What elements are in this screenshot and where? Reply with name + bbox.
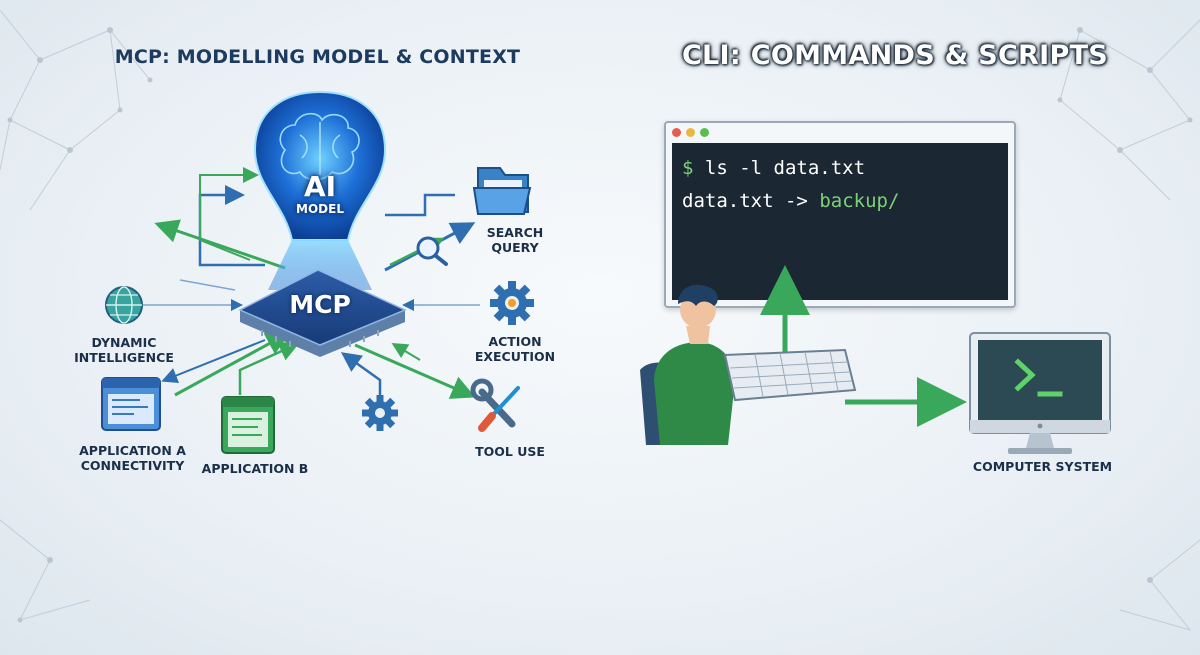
mcp-section-title: MCP: MODELLING MODEL & CONTEXT xyxy=(114,46,521,68)
terminal-output-file: data.txt xyxy=(682,190,774,212)
terminal-window: $ ls -l data.txt data.txt -> backup/ xyxy=(664,121,1016,308)
dynamic-intelligence-line-1: DYNAMIC xyxy=(91,335,157,350)
action-execution-label: ACTION EXECUTION xyxy=(465,334,565,364)
terminal-prompt: $ xyxy=(682,157,694,179)
mcp-hub-label: MCP xyxy=(289,290,351,319)
monitor-icon xyxy=(969,332,1111,454)
document-window-icon xyxy=(221,396,275,454)
tool-use-label: TOOL USE xyxy=(475,444,545,459)
computer-system-label: COMPUTER SYSTEM xyxy=(972,459,1113,474)
application-a-label: APPLICATION A CONNECTIVITY xyxy=(70,443,195,473)
search-query-label: SEARCH QUERY xyxy=(470,225,560,255)
dynamic-intelligence-line-2: INTELLIGENCE xyxy=(74,350,174,365)
gear-small-icon xyxy=(362,395,398,431)
terminal-prompt-icon xyxy=(1014,358,1063,397)
model-label: MODEL xyxy=(296,202,344,216)
terminal-command-line: $ ls -l data.txt xyxy=(682,157,865,179)
application-a-line-1: APPLICATION A xyxy=(79,443,186,458)
window-maximize-dot xyxy=(700,128,709,137)
screwdriver-icon xyxy=(478,386,520,432)
globe-icon xyxy=(105,286,143,324)
search-query-line-2: QUERY xyxy=(491,240,539,255)
dynamic-intelligence-label: DYNAMIC INTELLIGENCE xyxy=(64,335,184,365)
window-close-dot xyxy=(672,128,681,137)
browser-window-icon xyxy=(101,377,161,431)
brain-icon xyxy=(279,112,360,181)
cli-section-title: CLI: COMMANDS & SCRIPTS xyxy=(681,40,1109,71)
terminal-output-arrow: -> xyxy=(784,190,808,212)
terminal-command: ls -l data.txt xyxy=(704,157,866,179)
keyboard-icon xyxy=(723,348,857,402)
window-minimize-dot xyxy=(686,128,695,137)
mcp-diagram xyxy=(101,90,534,454)
ai-label: AI xyxy=(303,170,337,203)
application-b-label: APPLICATION B xyxy=(201,461,309,476)
action-execution-line-2: EXECUTION xyxy=(474,349,556,364)
application-a-line-2: CONNECTIVITY xyxy=(80,458,185,473)
terminal-output-line: data.txt -> backup/ xyxy=(682,190,899,212)
cli-illustration xyxy=(640,265,1111,454)
search-query-line-1: SEARCH xyxy=(486,225,544,240)
search-icon xyxy=(416,236,448,266)
ai-model-bulb xyxy=(253,90,387,290)
gear-icon xyxy=(490,281,534,325)
terminal-body: $ ls -l data.txt data.txt -> backup/ xyxy=(672,143,1008,300)
folder-icon xyxy=(472,167,532,215)
terminal-output-target: backup/ xyxy=(819,190,900,212)
action-execution-line-1: ACTION xyxy=(488,334,542,349)
mcp-hub-chip xyxy=(238,269,407,357)
